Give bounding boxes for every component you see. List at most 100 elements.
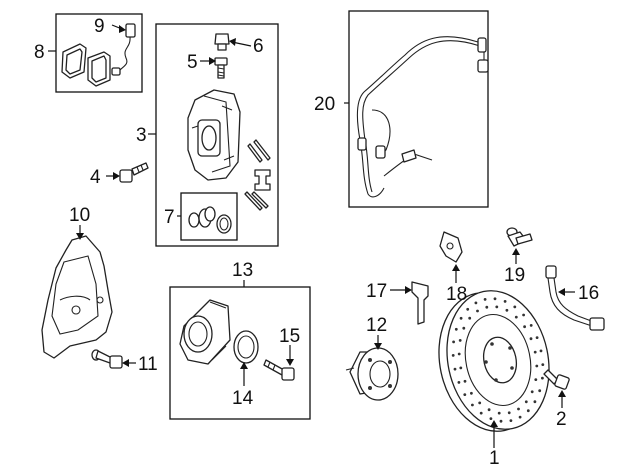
rotor-hole xyxy=(517,407,520,411)
rotor-hole xyxy=(499,419,503,423)
callout-16: 16 xyxy=(578,283,599,304)
callout-8: 8 xyxy=(34,42,45,63)
caliper-assembly-box xyxy=(155,23,279,247)
rotor-hole xyxy=(457,352,461,356)
callout-2: 2 xyxy=(556,409,567,430)
rotor-hole xyxy=(487,408,491,412)
rotor-hole xyxy=(451,354,455,357)
rotor-hole xyxy=(524,400,528,404)
callout-19: 19 xyxy=(504,265,525,286)
callout-10: 10 xyxy=(69,205,90,226)
rotor-hole xyxy=(463,393,467,396)
rotor-hole xyxy=(533,350,537,354)
rotor-hole xyxy=(529,337,533,341)
rotor-hole xyxy=(497,411,501,415)
rotor-hole xyxy=(535,336,539,339)
rotor-hole xyxy=(489,417,493,420)
rotor-hole xyxy=(518,415,522,419)
callout-labels: 8 9 5 6 3 4 7 10 11 13 14 15 20 12 17 18… xyxy=(34,16,599,469)
rotor-hole xyxy=(452,340,455,344)
brake-rotor-part xyxy=(438,290,550,432)
callout-4: 4 xyxy=(90,167,101,188)
dust-shield-part xyxy=(41,235,113,359)
rotor-hole xyxy=(483,298,487,301)
rotor-hole xyxy=(538,389,542,393)
brake-hose-part xyxy=(545,265,605,331)
rotor-hole xyxy=(523,325,526,329)
wear-sensor-harness-part xyxy=(356,36,489,198)
rotor-hole xyxy=(526,409,530,413)
seal-ring-part xyxy=(233,330,259,364)
rotor-hole xyxy=(458,339,462,342)
pad-kit-box xyxy=(55,13,143,93)
rotor-hole xyxy=(530,390,534,394)
rotor-hole xyxy=(495,305,499,309)
rotor-hole xyxy=(503,300,507,303)
callout-3: 3 xyxy=(136,125,147,146)
rotor-hole xyxy=(505,308,509,312)
rotor-hole xyxy=(459,366,463,370)
rotor-hole xyxy=(457,381,461,384)
callout-14: 14 xyxy=(232,388,254,409)
hose-bracket-part xyxy=(411,281,429,325)
housing-bolt-part xyxy=(263,359,295,381)
rotor-bolt-part xyxy=(543,369,570,390)
rotor-hole xyxy=(471,403,474,407)
callout-20: 20 xyxy=(314,94,335,115)
sensor-bracket-part xyxy=(439,231,463,263)
rotor-hole xyxy=(514,315,518,319)
callout-13: 13 xyxy=(232,260,253,281)
caliper-housing-part xyxy=(179,299,231,365)
rotor-hole xyxy=(478,401,482,405)
rotor-hole xyxy=(493,297,497,301)
rotor-hole xyxy=(529,324,533,327)
rotor-hole xyxy=(535,364,539,368)
rotor-hole xyxy=(509,419,513,422)
rotor-hole xyxy=(470,391,473,395)
rotor-drill-holes xyxy=(451,297,545,423)
bracket-bolt-part xyxy=(506,227,533,247)
callout-11: 11 xyxy=(138,354,158,375)
leader-lines xyxy=(48,24,575,448)
rotor-hole xyxy=(522,313,525,317)
rotor-hole xyxy=(541,363,545,366)
rotor-hole xyxy=(462,326,466,330)
rotor-hole xyxy=(485,305,489,309)
rotor-hole xyxy=(466,307,470,311)
rotor-hole xyxy=(474,301,478,305)
rotor-hole xyxy=(533,400,537,404)
callout-15: 15 xyxy=(279,326,300,347)
brake-pads-part xyxy=(61,43,111,87)
caliper-housing-box xyxy=(169,286,311,420)
brake-caliper-part xyxy=(187,89,241,181)
rotor-hole xyxy=(463,379,467,383)
rotor-hole xyxy=(534,378,538,381)
caliper-bolt-part xyxy=(119,162,149,183)
wear-sensor-box xyxy=(348,10,489,208)
callout-6: 6 xyxy=(253,36,264,57)
wheel-hub-part xyxy=(345,347,399,401)
rotor-hole xyxy=(454,327,458,331)
rotor-hole xyxy=(476,309,479,313)
callout-12: 12 xyxy=(366,315,387,336)
rotor-hole xyxy=(541,376,544,380)
callout-7: 7 xyxy=(164,207,175,228)
piston-seals-part xyxy=(188,206,232,234)
shield-bolt-part xyxy=(91,349,123,369)
rotor-hole xyxy=(468,316,472,320)
pad-sensor-wire-part xyxy=(111,23,136,76)
callout-1: 1 xyxy=(489,448,500,469)
callout-5: 5 xyxy=(187,52,198,73)
bleeder-cap-part xyxy=(214,33,230,51)
rotor-hole xyxy=(539,349,543,353)
rotor-hole xyxy=(453,367,457,371)
rotor-hole xyxy=(513,305,517,309)
bleeder-screw-part xyxy=(214,57,228,79)
callout-18: 18 xyxy=(446,284,467,305)
rotor-hole xyxy=(507,411,511,415)
caliper-pins-part xyxy=(244,139,271,211)
callout-9: 9 xyxy=(94,16,105,37)
rotor-hole xyxy=(459,316,463,320)
